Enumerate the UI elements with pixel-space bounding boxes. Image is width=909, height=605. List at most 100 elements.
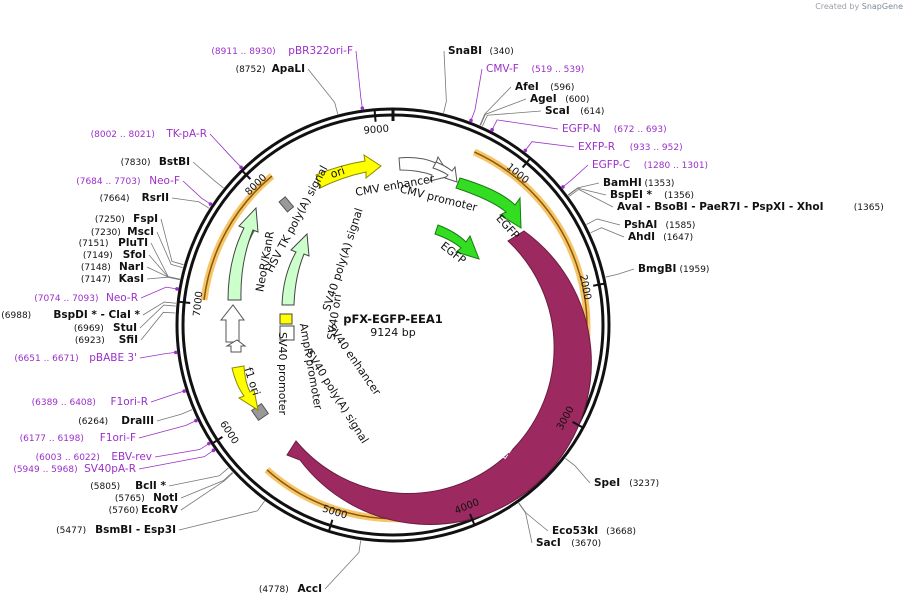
site-name[interactable]: ScaI xyxy=(545,105,570,117)
sv40-ori-box xyxy=(279,313,293,325)
ori-arrow xyxy=(315,153,382,189)
leader-line xyxy=(160,218,184,266)
primer-name[interactable]: Neo-F xyxy=(149,175,180,187)
site-name[interactable]: SacI xyxy=(536,537,561,549)
site-name[interactable]: AgeI xyxy=(530,93,557,105)
primer-name[interactable]: pBR322ori-F xyxy=(288,45,353,57)
site-name[interactable]: StuI xyxy=(113,322,137,334)
leader-line xyxy=(605,268,635,278)
leader-line xyxy=(138,449,215,470)
primer-position: (933 .. 952) xyxy=(630,143,683,153)
site-name[interactable]: AccI xyxy=(298,583,322,595)
primer-position: (1280 .. 1301) xyxy=(644,161,708,171)
site-position: (7149) xyxy=(83,251,113,261)
site-name[interactable]: PluTI xyxy=(118,237,148,249)
snapgene-credit: Created by SnapGene xyxy=(815,2,903,11)
site-position: (1353) xyxy=(645,179,675,189)
site-name[interactable]: NotI xyxy=(153,492,178,504)
site-name[interactable]: BmgBI xyxy=(638,263,676,275)
tick-8000 xyxy=(241,169,252,180)
site-name[interactable]: BclI * xyxy=(135,480,166,492)
site-name[interactable]: BstBI xyxy=(159,156,190,168)
site-name[interactable]: BamHI xyxy=(603,177,642,189)
primer-name[interactable]: TK-pA-R xyxy=(165,128,207,140)
site-name[interactable]: EcoRV xyxy=(141,504,179,516)
primer-name[interactable]: CMV-F xyxy=(486,63,519,75)
site-position: (7230) xyxy=(91,228,121,238)
primer-name[interactable]: SV40pA-R xyxy=(84,463,136,475)
primer-name[interactable]: pBABE 3' xyxy=(89,352,137,364)
site-name[interactable]: BspEI * xyxy=(610,189,653,201)
primer-position: (6003 .. 6022) xyxy=(36,453,100,463)
primer-name[interactable]: EGFP-N xyxy=(562,123,601,135)
primer-marker xyxy=(207,441,211,446)
site-name[interactable]: DraIII xyxy=(121,415,154,427)
plasmid-name: pFX-EGFP-EEA1 xyxy=(343,312,443,326)
leader-line xyxy=(138,419,198,439)
leader-line xyxy=(168,467,229,487)
leader-line xyxy=(182,180,212,205)
leader-line xyxy=(150,390,186,403)
primer-name[interactable]: F1ori-R xyxy=(111,396,148,408)
site-name[interactable]: SnaBI xyxy=(448,45,482,57)
primer-position: (519 .. 539) xyxy=(532,65,585,75)
primer-name[interactable]: Neo-R xyxy=(106,292,138,304)
site-name[interactable]: AfeI xyxy=(515,81,539,93)
leader-line xyxy=(567,182,600,196)
f1-ori-arrow xyxy=(231,365,259,412)
tick-2000 xyxy=(593,282,606,287)
leader-line xyxy=(491,119,559,131)
tick-label: 7000 xyxy=(192,291,206,317)
site-name[interactable]: NarI xyxy=(119,261,144,273)
site-name[interactable]: BspDI * - ClaI * xyxy=(53,309,140,321)
site-name[interactable]: ApaLI xyxy=(272,63,305,75)
site-name[interactable]: SfiI xyxy=(119,334,138,346)
primer-name[interactable]: EBV-rev xyxy=(111,451,152,463)
primer-marker xyxy=(208,202,213,206)
neokanr-arrow-inner xyxy=(281,232,310,306)
site-labels: SnaBI(340)AfeI(596)AgeI(600)ScaI(614)Bam… xyxy=(1,45,883,595)
site-name[interactable]: Eco53kI xyxy=(552,525,598,537)
site-name[interactable]: FspI xyxy=(133,213,158,225)
site-position: (7664) xyxy=(100,194,130,204)
site-name[interactable]: RsrII xyxy=(142,192,169,204)
leader-line xyxy=(156,231,183,268)
leader-line xyxy=(518,502,533,544)
site-position: (8752) xyxy=(236,65,266,75)
leader-line xyxy=(139,304,176,329)
leader-line xyxy=(479,86,512,126)
primer-marker xyxy=(360,106,365,110)
site-position: (6264) xyxy=(78,417,108,427)
site-position: (7250) xyxy=(95,215,125,225)
site-name[interactable]: MscI xyxy=(127,226,154,238)
site-name[interactable]: SpeI xyxy=(594,477,620,489)
site-name[interactable]: BsmBI - Esp3I xyxy=(95,524,176,536)
site-name[interactable]: KasI xyxy=(119,273,144,285)
sv40-promoter-label: SV40 promoter xyxy=(276,332,289,416)
sv40-enhancer-box xyxy=(279,325,295,341)
leader-line xyxy=(192,161,224,189)
primer-name[interactable]: EXFP-R xyxy=(578,141,615,153)
site-name[interactable]: AvaI - BsoBI - PaeR7I - PspXI - XhoI xyxy=(617,201,824,213)
site-position: (1356) xyxy=(664,191,694,201)
primer-name[interactable]: F1ori-F xyxy=(100,432,136,444)
leader-line xyxy=(482,110,542,127)
site-position: (5477) xyxy=(56,526,86,536)
site-name[interactable]: SfoI xyxy=(123,249,146,261)
site-position: (4778) xyxy=(259,585,289,595)
site-name[interactable]: PshAI xyxy=(624,219,657,231)
ampr-promoter-arrow xyxy=(225,339,247,353)
site-name[interactable]: AhdI xyxy=(628,231,655,243)
plasmid-size: 9124 bp xyxy=(370,326,415,339)
leader-line xyxy=(524,141,575,152)
tick-1000 xyxy=(521,157,532,169)
site-position: (596) xyxy=(550,83,574,93)
leader-line xyxy=(180,472,233,499)
primer-name[interactable]: EGFP-C xyxy=(592,159,630,171)
sv40-promoter-arrow xyxy=(219,304,245,343)
site-position: (5765) xyxy=(115,494,145,504)
leader-line xyxy=(565,458,591,484)
snapgene-logo: SnapGene xyxy=(861,2,903,11)
egfp-arrow-outer xyxy=(455,177,522,229)
